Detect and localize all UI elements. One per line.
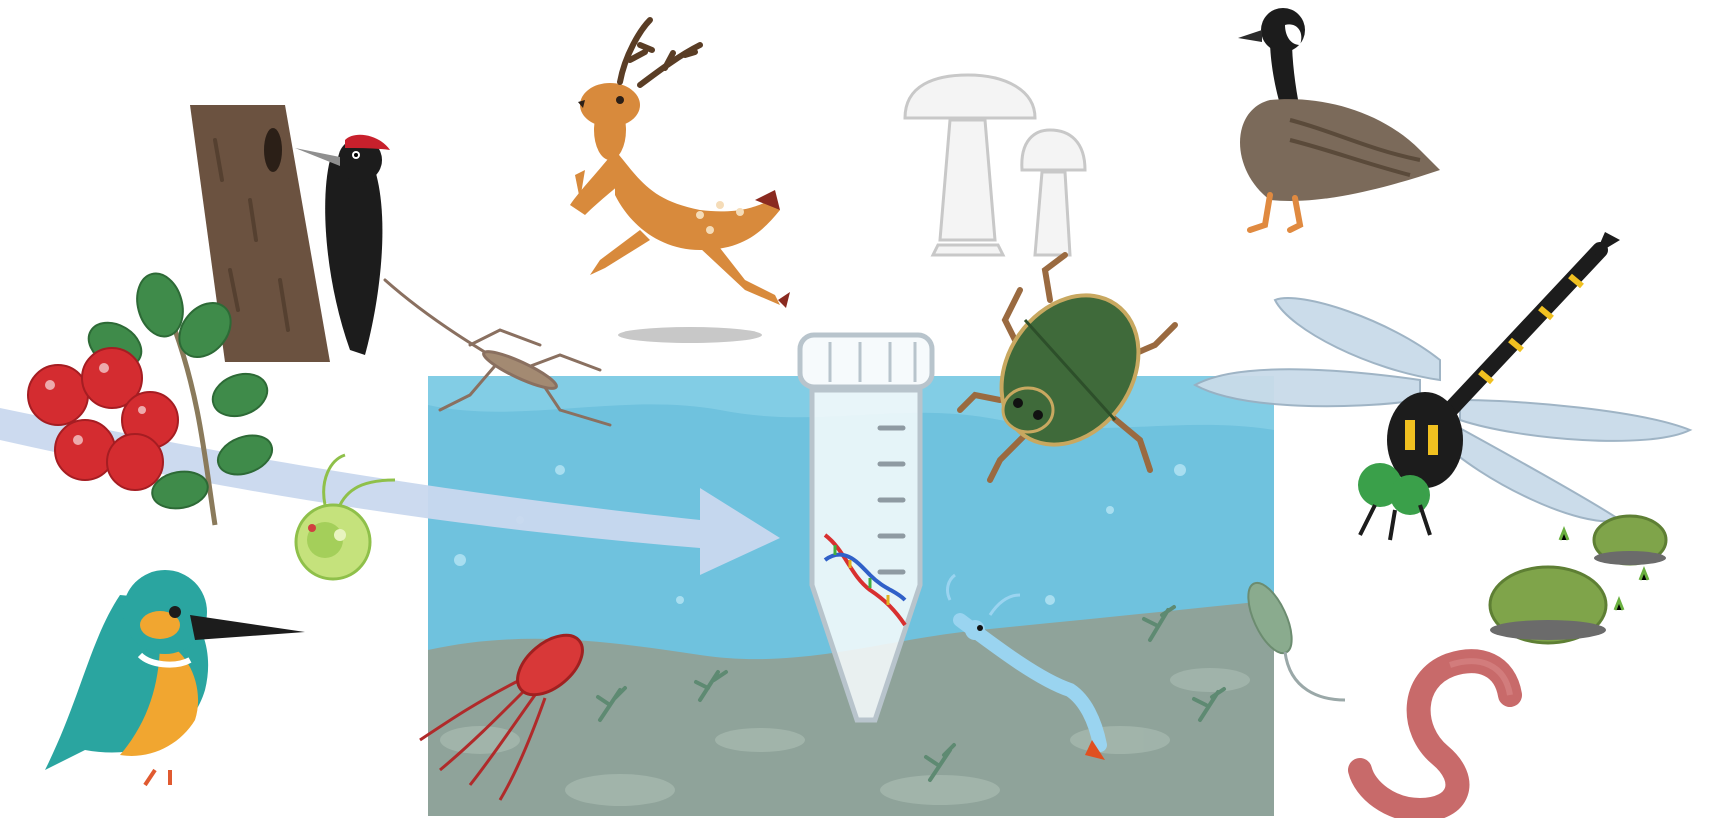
kingfisher-icon	[45, 570, 305, 785]
goose-icon	[1238, 8, 1440, 230]
deer-icon	[570, 20, 790, 343]
moss-icon	[1490, 516, 1666, 643]
mushroom-icon	[905, 75, 1085, 255]
earthworm-icon	[1360, 661, 1510, 810]
